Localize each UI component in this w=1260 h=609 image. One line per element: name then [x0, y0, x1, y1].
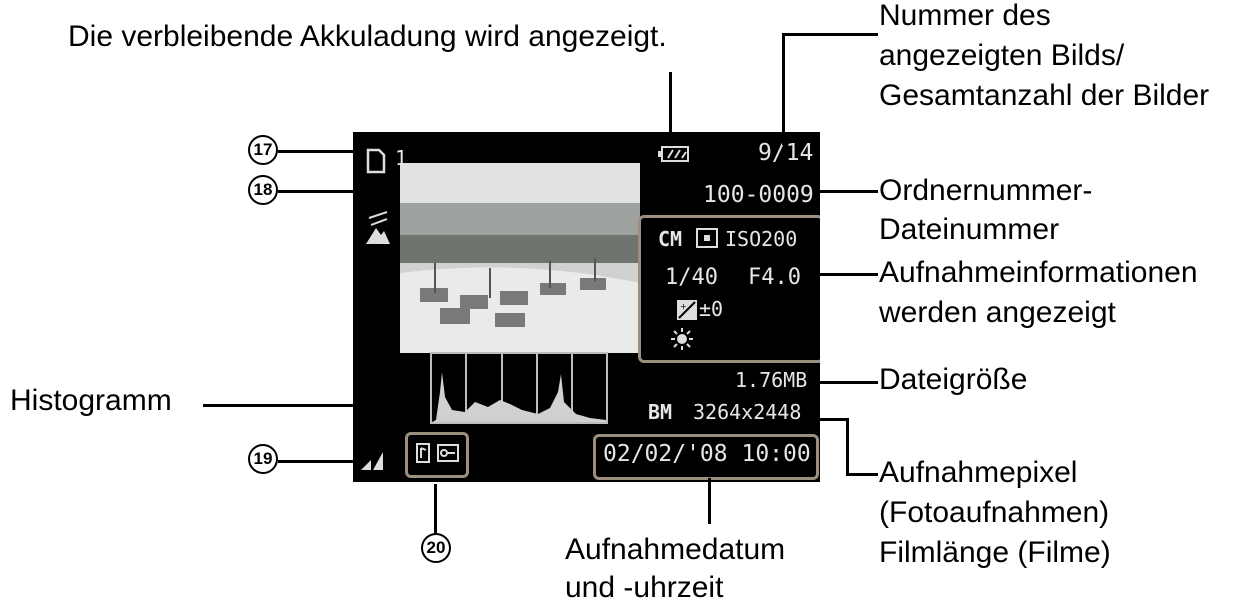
marker-20-leader [434, 484, 437, 534]
compression-icon [361, 452, 383, 470]
marker-18-leader [278, 190, 360, 193]
image-number-leader-h [782, 33, 878, 36]
shooting-mode: CM [658, 227, 683, 251]
histogram-leader [203, 404, 430, 407]
shooting-info-leader [820, 273, 878, 276]
red-eye-correction-icon [366, 211, 390, 244]
marker-19-leader [278, 460, 360, 463]
svg-text:+: + [680, 302, 687, 311]
pixels-leader-v [846, 418, 849, 475]
date-time-callout-2: und -uhrzeit [565, 571, 724, 604]
print-order-icon [366, 148, 386, 174]
pixels-leader-h [846, 473, 878, 476]
marker-19: 19 [248, 444, 278, 474]
aperture-value: F4.0 [748, 265, 801, 290]
histogram-callout: Histogramm [10, 384, 172, 417]
file-size: 1.76MB [735, 368, 808, 392]
icon-group-frame [405, 432, 469, 478]
sound-memo-icon [416, 443, 430, 463]
iso-value: ISO200 [725, 227, 798, 251]
image-number-leader-v [782, 33, 785, 145]
image-number-callout-1: Nummer des [879, 0, 1051, 32]
histogram [430, 352, 608, 424]
shooting-info-frame [638, 215, 820, 363]
file-size-callout: Dateigröße [879, 363, 1028, 396]
date-time-leader [708, 478, 711, 524]
exposure-compensation-value: ±0 [699, 297, 724, 321]
image-counter: 9/14 [758, 140, 814, 166]
image-number-callout-2: angezeigten Bilds/ [879, 39, 1125, 72]
shooting-info-callout-1: Aufnahmeinformationen [879, 256, 1198, 289]
resolution-code: BM [648, 400, 673, 424]
print-count: 1 [395, 146, 408, 170]
folder-file-callout-1: Ordnernummer- [879, 174, 1093, 207]
shooting-info-callout-2: werden angezeigt [879, 296, 1116, 329]
white-balance-sun-icon [671, 328, 693, 350]
battery-icon [658, 146, 689, 162]
metering-icon [696, 228, 718, 248]
date-time-value: 02/02/'08 10:00 [603, 441, 811, 467]
marker-20: 20 [421, 533, 451, 563]
folder-file-callout-2: Dateinummer [879, 213, 1060, 246]
folder-file-leader [820, 190, 878, 193]
pixels-callout-1: Aufnahmepixel [879, 456, 1078, 489]
folder-file-number: 100-0009 [703, 182, 814, 208]
marker-17-leader [278, 150, 360, 153]
resolution: 3264x2448 [693, 400, 802, 424]
marker-18: 18 [248, 175, 278, 205]
photo-thumbnail [400, 163, 640, 353]
camera-display: 1 9/14 100-0009 CM ISO200 1/40 F4.0 + ±0 [353, 132, 820, 482]
protect-icon [437, 444, 459, 462]
battery-callout: Die verbleibende Akkuladung wird angezei… [68, 20, 667, 53]
file-size-leader [816, 381, 878, 384]
exposure-compensation-icon: + [677, 300, 697, 320]
pixels-callout-2: (Fotoaufnahmen) [879, 496, 1110, 529]
shutter-speed: 1/40 [665, 265, 718, 290]
pixels-callout-3: Filmlänge (Filme) [879, 536, 1111, 569]
pixels-leader-top [816, 418, 848, 421]
marker-17: 17 [248, 135, 278, 165]
image-number-callout-3: Gesamtanzahl der Bilder [879, 79, 1210, 112]
battery-leader [669, 72, 672, 144]
date-time-frame [593, 434, 819, 480]
date-time-callout-1: Aufnahmedatum [565, 533, 786, 566]
